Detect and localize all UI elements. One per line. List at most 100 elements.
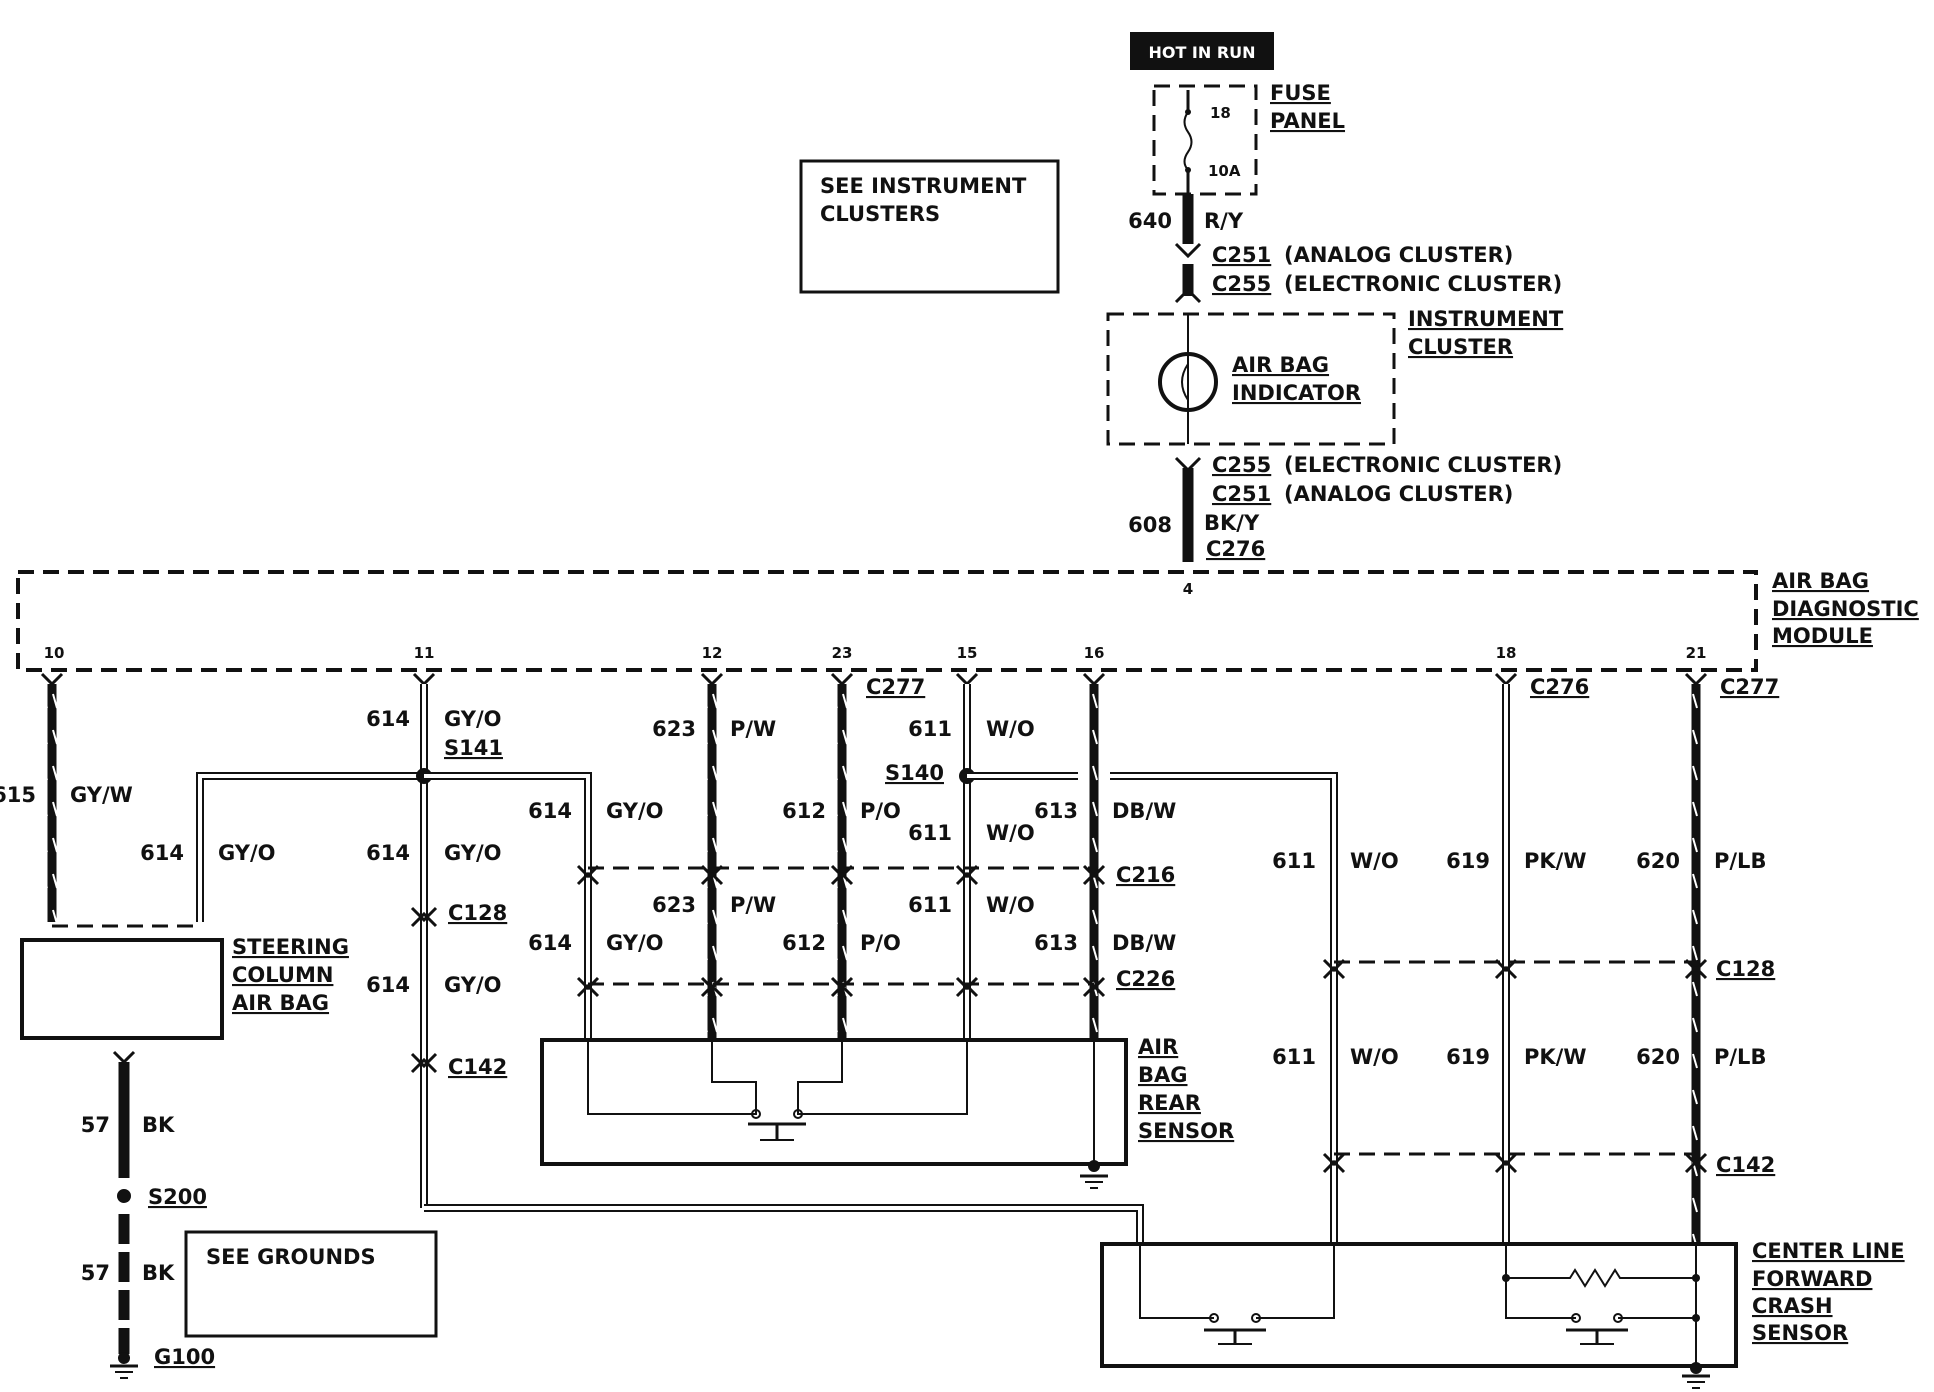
c255-bottom-note: (ELECTRONIC CLUSTER)	[1284, 453, 1562, 477]
wire-623-low-color: P/W	[730, 893, 776, 917]
air-bag-indicator-line1: AIR BAG	[1232, 353, 1329, 377]
crash-sensor-line1: CENTER LINE	[1752, 1239, 1905, 1263]
wire-623-low-circuit: 623	[652, 893, 696, 917]
wire-614-rs2-color: GY/O	[606, 931, 664, 955]
wire-614-left-circuit: 614	[140, 841, 184, 865]
c128-left: C128	[448, 901, 507, 925]
fuse-panel: 18 10A FUSE PANEL	[1152, 81, 1345, 196]
wire-612-low-color: P/O	[860, 931, 901, 955]
wire-611-top-color: W/O	[986, 717, 1035, 741]
wire-620-1-color: P/LB	[1714, 849, 1766, 873]
module-pin-21: 21	[1686, 644, 1707, 662]
air-bag-indicator-lamp	[1158, 352, 1218, 412]
module-title-3: MODULE	[1772, 624, 1873, 648]
air-bag-rear-sensor: AIR BAG REAR SENSOR	[540, 1035, 1234, 1189]
c255-top-note: (ELECTRONIC CLUSTER)	[1284, 272, 1562, 296]
wire-611-r1-circuit: 611	[1272, 849, 1316, 873]
wire-57-lower-circuit: 57	[81, 1261, 110, 1285]
wire-614-low-circuit: 614	[366, 973, 410, 997]
wire-614-top-circuit: 614	[366, 707, 410, 731]
wire-612-top-color: P/O	[860, 799, 901, 823]
instrument-cluster: AIR BAG INDICATOR INSTRUMENT CLUSTER	[1106, 307, 1564, 446]
crash-sensor-line2: FORWARD	[1752, 1267, 1872, 1291]
s141-label: S141	[444, 736, 503, 760]
rear-sensor-line3: REAR	[1138, 1091, 1201, 1115]
crash-sensor-line4: SENSOR	[1752, 1321, 1848, 1345]
wire-611-low-color: W/O	[986, 893, 1035, 917]
splice-s200	[117, 1189, 131, 1203]
module-title-2: DIAGNOSTIC	[1772, 597, 1919, 621]
see-grounds-label: SEE GROUNDS	[206, 1245, 376, 1269]
c255-top: C255	[1212, 272, 1271, 296]
module-pin-4: 4	[1183, 580, 1193, 598]
c216-connector-row: C216	[576, 863, 1175, 887]
wire-614-rs1-color: GY/O	[606, 799, 664, 823]
center-line-forward-crash-sensor: CENTER LINE FORWARD CRASH SENSOR	[1100, 1239, 1905, 1389]
wire-619-1-circuit: 619	[1446, 849, 1490, 873]
wire-611-right: 611 W/O 611 W/O	[1272, 849, 1399, 1069]
c251-top: C251	[1212, 243, 1271, 267]
c142-left: C142	[448, 1055, 507, 1079]
see-instrument-clusters-box: SEE INSTRUMENT CLUSTERS	[799, 159, 1060, 294]
module-pin-16: 16	[1084, 644, 1105, 662]
wire-611-low-circuit: 611	[908, 893, 952, 917]
s200-label: S200	[148, 1185, 207, 1209]
wire-611-r1-color: W/O	[1350, 849, 1399, 873]
ground-g100-symbol	[110, 1352, 138, 1379]
wire-620-2-circuit: 620	[1636, 1045, 1680, 1069]
wire-613: 613 DB/W 613 DB/W	[1034, 684, 1176, 1040]
c251-top-note: (ANALOG CLUSTER)	[1284, 243, 1513, 267]
instrument-cluster-title: INSTRUMENT	[1408, 307, 1564, 331]
module-pin-18: 18	[1496, 644, 1517, 662]
steering-column-air-bag: STEERING COLUMN AIR BAG	[20, 935, 349, 1040]
wire-611-r2-color: W/O	[1350, 1045, 1399, 1069]
crash-sensor-line3: CRASH	[1752, 1294, 1833, 1318]
c251-bottom-note: (ANALOG CLUSTER)	[1284, 482, 1513, 506]
steering-line1: STEERING	[232, 935, 349, 959]
module-pin-12: 12	[702, 644, 723, 662]
wire-640-color: R/Y	[1204, 209, 1244, 233]
c142-right-connector-row: C142	[1322, 1152, 1775, 1177]
c216-label: C216	[1116, 863, 1175, 887]
wire-611-pin15: 611 W/O S140 611 W/O 611 W/O	[885, 684, 1338, 1244]
hot-in-run-label: HOT IN RUN	[1148, 43, 1255, 62]
wire-615-color: GY/W	[70, 783, 133, 807]
fuse-rating: 10A	[1208, 162, 1241, 180]
see-instrument-line2: CLUSTERS	[820, 202, 940, 226]
c276-top: C276	[1206, 537, 1265, 561]
module-pin-15: 15	[957, 644, 978, 662]
c142-right: C142	[1716, 1153, 1775, 1177]
wire-613-low-color: DB/W	[1112, 931, 1176, 955]
wire-612: 612 P/O 612 P/O	[782, 684, 901, 1040]
c128-right: C128	[1716, 957, 1775, 981]
wire-57-upper-circuit: 57	[81, 1113, 110, 1137]
wire-614-rs2-circuit: 614	[528, 931, 572, 955]
instrument-cluster-title-2: CLUSTER	[1408, 335, 1513, 359]
wire-614-mid-circuit: 614	[366, 841, 410, 865]
c142-left-connector	[410, 1052, 438, 1074]
wire-619: 619 PK/W 619 PK/W	[1446, 684, 1587, 1244]
wire-611-r2-circuit: 611	[1272, 1045, 1316, 1069]
wire-623: 623 P/W 623 P/W	[652, 684, 776, 1040]
fuse-number: 18	[1210, 104, 1231, 122]
c128-left-connector	[410, 906, 438, 928]
wire-608-color: BK/Y	[1204, 511, 1260, 535]
wire-611-top-circuit: 611	[908, 717, 952, 741]
crash-sensor-ground-symbol	[1682, 1362, 1710, 1389]
c276-right: C276	[1530, 675, 1589, 699]
s140-label: S140	[885, 761, 944, 785]
wire-614-mid-color: GY/O	[444, 841, 502, 865]
wire-619-2-color: PK/W	[1524, 1045, 1587, 1069]
air-bag-diagnostic-module: 4 10 11 12 23 15 16 18 21 AIR BAG DIAGNO…	[16, 569, 1919, 672]
hot-in-run-tag: HOT IN RUN	[1130, 32, 1274, 70]
rear-sensor-line1: AIR	[1138, 1035, 1178, 1059]
wire-614-rear-sensor: 614 GY/O 614 GY/O	[424, 772, 664, 1040]
fuse-panel-title-2: PANEL	[1270, 109, 1345, 133]
wire-57-upper-color: BK	[142, 1113, 175, 1137]
g100-label: G100	[154, 1345, 215, 1369]
steering-line2: COLUMN	[232, 963, 333, 987]
wire-640-circuit: 640	[1128, 209, 1172, 233]
module-pin-11: 11	[414, 644, 435, 662]
wire-614-left: 614 GY/O	[140, 772, 424, 922]
